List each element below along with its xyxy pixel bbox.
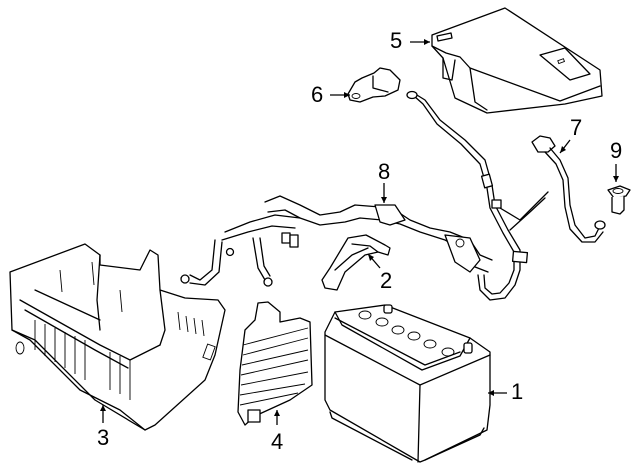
part-battery[interactable]: [324, 304, 491, 463]
part-wiring-harness[interactable]: [180, 195, 493, 287]
arrow-1: [488, 390, 507, 396]
arrow-9: [613, 164, 619, 182]
callout-arrows: [100, 39, 619, 425]
part-positive-cable[interactable]: [406, 90, 549, 301]
callout-6: 6: [311, 82, 324, 107]
callout-4: 4: [271, 429, 284, 454]
callout-2: 2: [380, 268, 393, 293]
callout-7: 7: [570, 115, 583, 140]
arrow-2: [367, 253, 381, 269]
callout-8: 8: [378, 159, 391, 184]
arrow-7: [559, 139, 571, 154]
callout-9: 9: [610, 138, 623, 163]
part-cover[interactable]: [431, 7, 603, 114]
tray-ribs: [34, 261, 205, 400]
arrow-8: [381, 183, 387, 203]
callout-5: 5: [390, 28, 403, 53]
arrow-3: [100, 405, 106, 423]
callout-1: 1: [511, 379, 524, 404]
arrow-6: [330, 92, 350, 98]
part-bracket[interactable]: [321, 234, 391, 291]
part-battery-tray[interactable]: [9, 243, 226, 431]
arrow-5: [410, 39, 430, 45]
callout-3: 3: [97, 425, 110, 450]
arrow-4: [274, 410, 280, 425]
part-clip[interactable]: [347, 67, 401, 103]
part-insulator[interactable]: [237, 301, 313, 426]
part-bolt[interactable]: [607, 185, 631, 215]
insulator-ribs: [239, 327, 309, 406]
battery-cell-caps: [358, 310, 455, 357]
part-negative-cable[interactable]: [531, 135, 606, 243]
